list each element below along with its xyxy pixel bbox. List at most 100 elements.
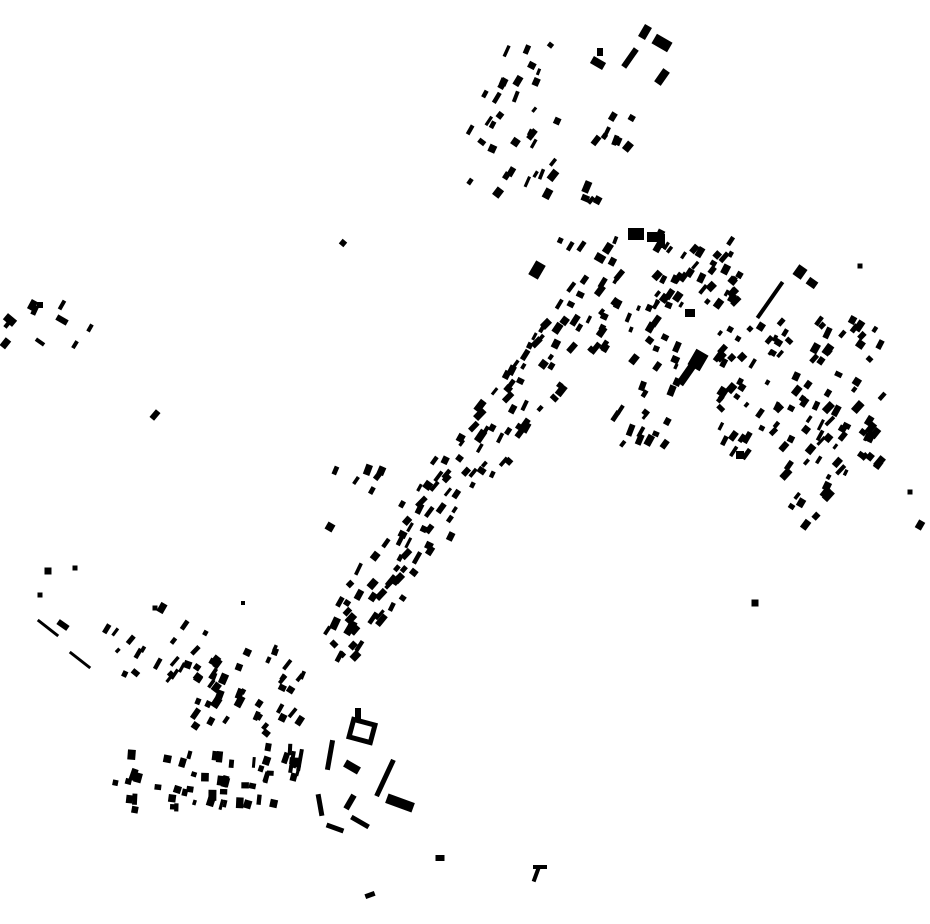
building <box>501 171 511 181</box>
building <box>207 678 216 689</box>
building <box>352 475 360 486</box>
building <box>652 361 663 372</box>
building <box>401 515 413 527</box>
building <box>670 274 680 285</box>
building <box>717 329 724 337</box>
building <box>533 865 547 869</box>
building <box>531 76 541 87</box>
building <box>664 287 676 301</box>
building <box>68 650 92 670</box>
building <box>758 424 766 432</box>
building <box>504 426 513 436</box>
building <box>652 240 664 254</box>
building <box>323 625 332 636</box>
building <box>384 578 396 590</box>
building <box>519 348 531 362</box>
building <box>712 297 725 310</box>
building <box>219 788 228 795</box>
building <box>253 711 264 721</box>
building <box>484 115 494 127</box>
building <box>451 506 458 514</box>
building <box>736 377 744 386</box>
building <box>662 241 670 251</box>
building <box>716 403 726 413</box>
building <box>871 325 879 334</box>
building <box>501 369 512 381</box>
building <box>554 298 564 310</box>
building <box>392 564 401 573</box>
building <box>520 399 529 412</box>
building <box>858 427 868 437</box>
building <box>458 439 466 447</box>
building <box>152 605 158 611</box>
building <box>55 314 69 326</box>
building <box>415 495 428 509</box>
building <box>825 473 832 481</box>
building <box>423 505 435 519</box>
building <box>257 764 265 773</box>
building <box>597 48 603 56</box>
building <box>627 113 636 123</box>
building <box>190 720 201 731</box>
building <box>342 606 353 617</box>
building <box>566 300 576 309</box>
building <box>487 423 497 433</box>
building <box>809 342 821 355</box>
building <box>374 758 396 798</box>
building <box>256 794 262 805</box>
building <box>206 716 216 727</box>
building <box>324 739 336 771</box>
building <box>523 175 532 188</box>
building <box>535 68 542 76</box>
building <box>233 694 246 709</box>
building <box>671 290 684 303</box>
building <box>36 618 60 638</box>
building <box>837 424 848 434</box>
building <box>130 805 139 814</box>
building <box>202 629 209 637</box>
building <box>468 467 478 478</box>
building <box>575 323 584 333</box>
building <box>600 343 610 354</box>
building <box>295 765 302 777</box>
building <box>152 657 163 670</box>
building <box>261 728 271 738</box>
building <box>344 612 358 625</box>
building <box>455 453 464 463</box>
building <box>182 659 193 670</box>
building <box>842 469 849 477</box>
building <box>610 409 621 423</box>
building <box>72 565 78 571</box>
building <box>473 407 487 422</box>
building <box>0 337 12 350</box>
building <box>612 235 619 245</box>
building <box>800 424 812 435</box>
building <box>204 700 213 709</box>
building <box>112 779 119 787</box>
building <box>787 502 796 511</box>
building <box>634 433 645 446</box>
building <box>654 290 662 298</box>
building <box>741 430 753 445</box>
building <box>598 308 606 316</box>
building <box>548 157 558 167</box>
building <box>698 283 708 295</box>
building <box>851 376 863 388</box>
building <box>241 601 245 605</box>
building <box>400 547 413 561</box>
building <box>643 433 656 447</box>
building <box>624 312 632 323</box>
building <box>877 391 887 401</box>
building <box>705 280 717 293</box>
building <box>416 483 423 492</box>
building <box>435 502 447 515</box>
building <box>647 232 657 242</box>
building <box>597 276 608 289</box>
building <box>497 76 509 91</box>
building <box>773 402 785 414</box>
building <box>726 292 738 304</box>
building <box>265 656 272 664</box>
building <box>178 757 187 769</box>
building <box>538 325 546 334</box>
building <box>798 394 807 403</box>
